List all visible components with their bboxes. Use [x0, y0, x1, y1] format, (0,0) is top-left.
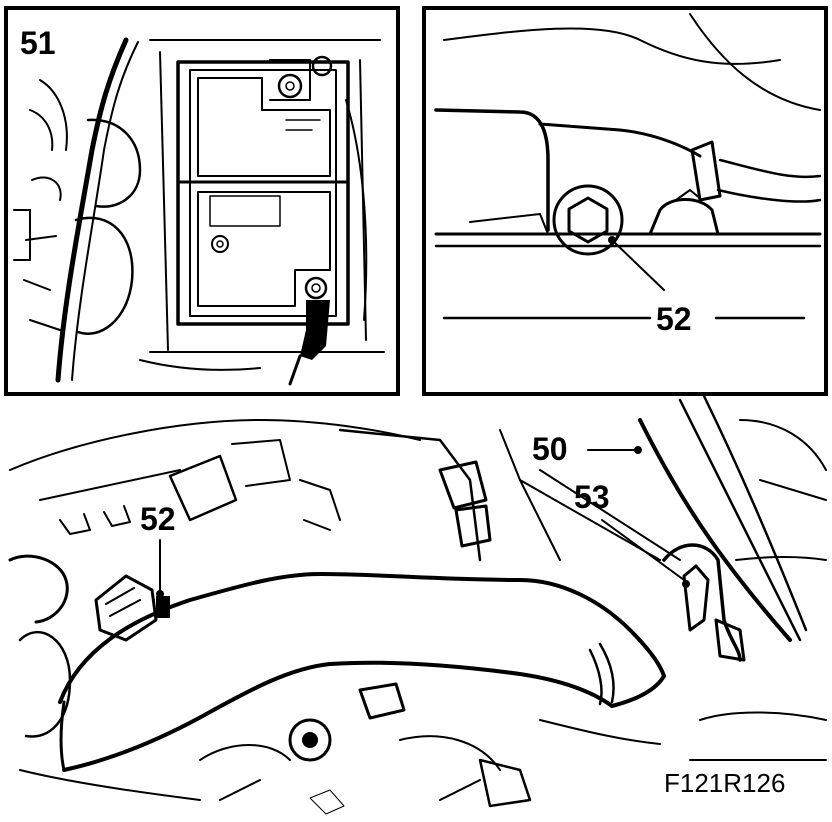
callout-52-main: 52 — [140, 501, 176, 537]
leader-52-detail — [611, 239, 665, 291]
inset-drain-surroundings — [434, 13, 822, 248]
figure-id: F121R126 — [664, 768, 785, 798]
callout-53: 53 — [574, 479, 610, 515]
air-intake-hose — [58, 572, 666, 772]
callout-52-detail: 52 — [656, 301, 692, 337]
battery-terminal-bottom — [288, 276, 330, 386]
leader-52-main-dot — [156, 590, 164, 598]
main-engine-view: 52 50 53 — [8, 394, 827, 815]
inset-battery: 51 — [4, 6, 400, 396]
inset-battery-surroundings — [13, 37, 385, 383]
inset-drain-bolt: 52 — [422, 6, 828, 396]
engine-lower-parts — [19, 682, 827, 815]
battery-terminal-top — [269, 55, 333, 101]
battery — [176, 60, 350, 326]
callout-50: 50 — [532, 431, 568, 467]
leader-53 — [601, 519, 685, 581]
hoses-top-right — [638, 394, 827, 642]
hose-clamp — [662, 543, 746, 662]
callout-51: 51 — [20, 25, 56, 61]
sensor-connector — [94, 574, 170, 642]
leader-50-dot — [634, 446, 642, 454]
